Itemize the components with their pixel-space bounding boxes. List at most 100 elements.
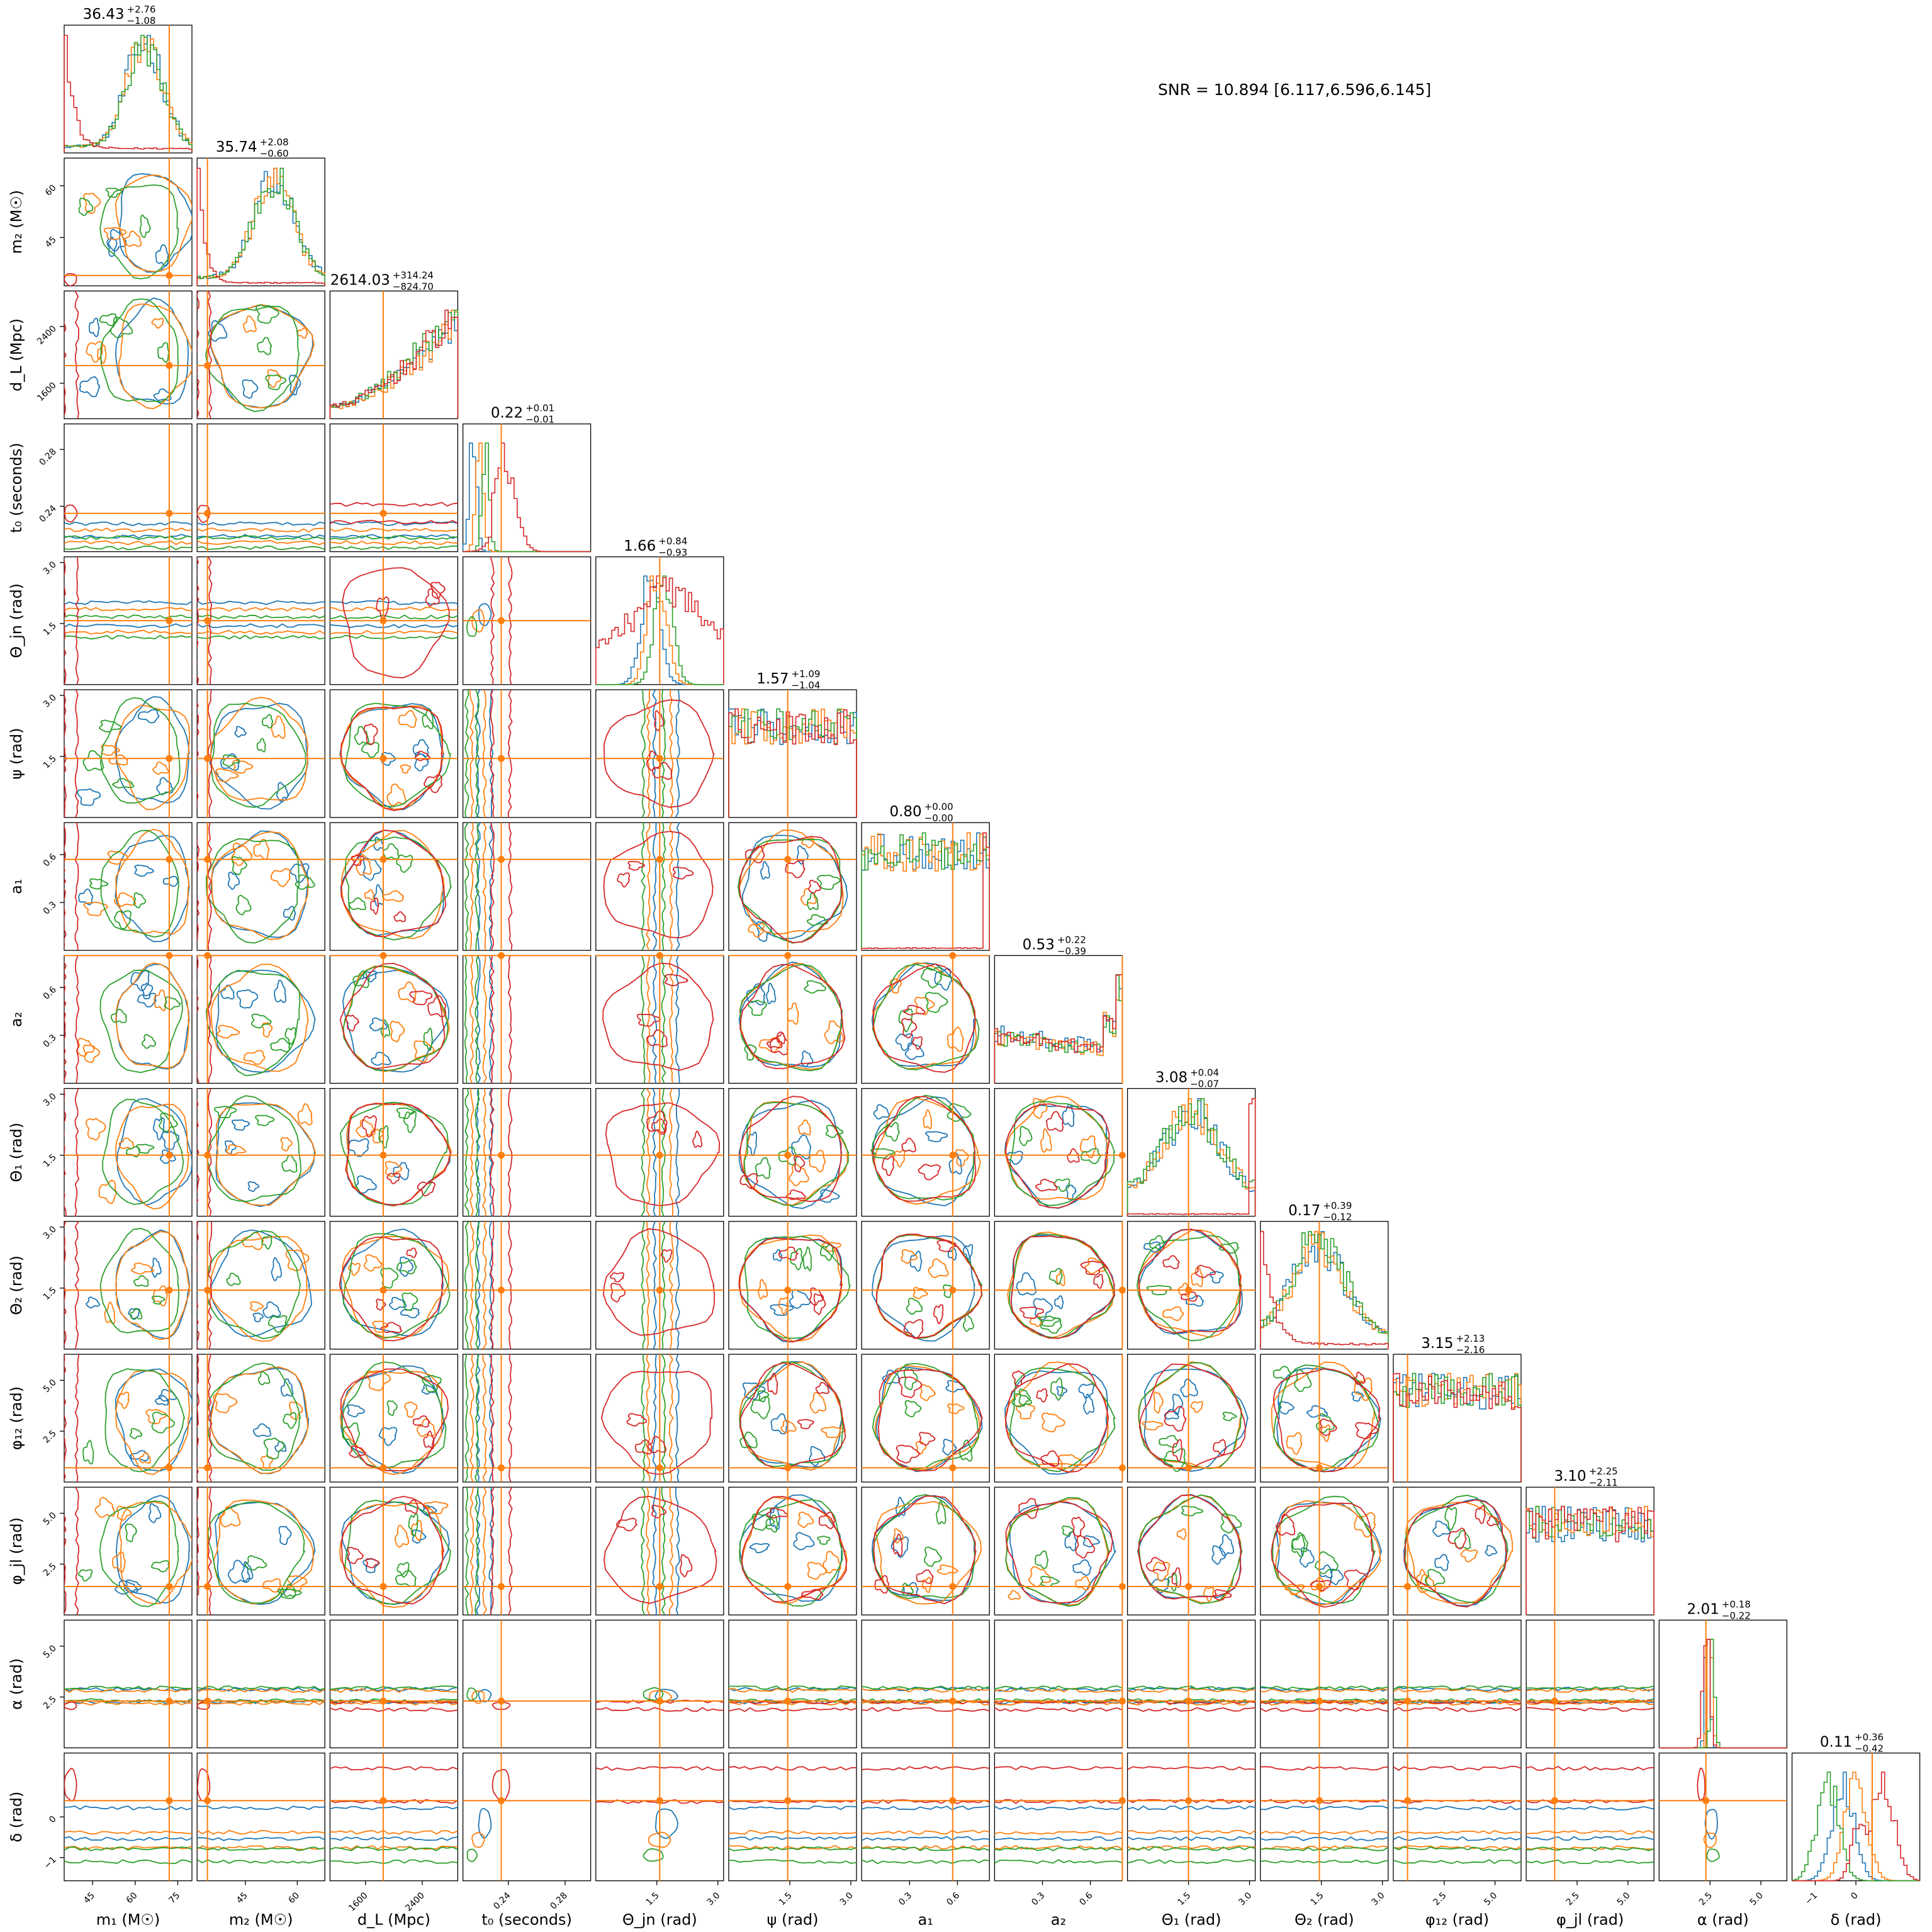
panel-contours <box>330 1685 458 1712</box>
contour-line <box>400 1308 420 1318</box>
contour-line <box>478 1807 492 1839</box>
panel-frame <box>1393 1486 1522 1615</box>
contour-line <box>1474 1505 1486 1524</box>
panel-frame <box>196 1752 325 1882</box>
contour-band <box>482 955 488 1084</box>
panel-contours <box>464 690 513 817</box>
contour-line <box>137 992 157 1008</box>
panel-delta-vs-phijl <box>1525 1752 1654 1882</box>
contour-line <box>151 1412 175 1434</box>
contour-band <box>652 1487 657 1615</box>
contour-line <box>800 1588 824 1600</box>
contour-line <box>942 1438 957 1456</box>
panel-contours <box>197 823 315 951</box>
x-tick-label: 1.5 <box>777 1890 794 1907</box>
diag-frame <box>1658 1619 1788 1749</box>
panel-frame <box>1126 1752 1256 1882</box>
contour-line <box>423 1027 434 1052</box>
contour-line <box>115 1103 189 1210</box>
contour-line <box>921 967 943 989</box>
x-axis-label-a2: a₂ <box>1051 1911 1066 1929</box>
contour-line <box>205 305 300 412</box>
contour-line <box>157 342 170 363</box>
panel-frame <box>861 1087 990 1217</box>
contour-line <box>1078 1383 1095 1399</box>
contour-line <box>1008 1590 1021 1600</box>
contour-band <box>1526 1707 1654 1712</box>
contour-line <box>815 1382 830 1395</box>
contour-band <box>197 1088 200 1203</box>
contour-line <box>285 1249 310 1271</box>
contour-line <box>1434 1554 1449 1571</box>
panel-theta1-vs-m1 <box>64 1087 193 1217</box>
contour-line <box>216 1025 240 1039</box>
y-tick-label: 5.0 <box>42 1643 59 1660</box>
contour-line <box>1056 1269 1065 1286</box>
truth-marker <box>204 510 211 517</box>
panel-contours <box>871 962 980 1073</box>
contour-line <box>389 1296 407 1310</box>
contour-line <box>770 1031 789 1055</box>
contour-line <box>414 751 429 772</box>
panel-t0-vs-m2 <box>196 423 325 553</box>
contour-line <box>119 173 192 273</box>
contour-line <box>1138 1228 1242 1334</box>
panel-contours <box>1526 1765 1654 1865</box>
contour-line <box>1075 1535 1096 1559</box>
contour-line <box>347 1546 364 1564</box>
panel-frame <box>861 1354 990 1483</box>
contour-line <box>1162 1306 1184 1322</box>
contour-band <box>64 1685 192 1690</box>
contour-line <box>1706 1848 1720 1862</box>
truth-marker <box>379 510 387 517</box>
contour-band <box>197 527 325 533</box>
panel-frame <box>64 689 193 818</box>
y-tick-label: 0 <box>47 1814 59 1826</box>
panel-title-value: 35.74 <box>216 139 257 155</box>
contour-line <box>243 1050 266 1065</box>
panel-alpha-vs-a1 <box>861 1619 990 1749</box>
contour-line <box>129 1450 150 1461</box>
contour-band <box>1393 1829 1521 1834</box>
contour-line <box>1080 1147 1102 1164</box>
truth-marker <box>1404 1697 1412 1705</box>
contour-line <box>270 868 291 887</box>
contour-line <box>362 970 378 983</box>
contour-band <box>1127 1699 1255 1705</box>
x-tick-label: 2.5 <box>1432 1890 1449 1907</box>
contour-band <box>994 1766 1123 1771</box>
panel-title-value: 1.57 <box>756 671 789 687</box>
x-axis-label-t0: t₀ (seconds) <box>481 1911 571 1929</box>
contour-band <box>330 630 458 635</box>
panel-title-minus: −0.07 <box>1190 1079 1219 1090</box>
panel-theta_jn-vs-t0 <box>462 556 592 685</box>
snr-annotation: SNR = 10.894 [6.117,6.596,6.145] <box>1158 81 1432 99</box>
contour-line <box>277 1588 303 1599</box>
contour-line <box>211 831 310 940</box>
contour-band <box>197 521 325 526</box>
contour-line <box>1082 1535 1101 1547</box>
panel-frame <box>196 689 325 818</box>
contour-line <box>398 709 417 728</box>
panel-theta1-vs-t0 <box>462 1087 592 1217</box>
contour-line <box>955 1149 969 1167</box>
contour-band <box>640 955 646 1084</box>
contour-line <box>1018 1388 1031 1407</box>
contour-line <box>82 1439 94 1465</box>
contour-line <box>804 980 826 994</box>
truth-marker <box>1404 1797 1412 1804</box>
contour-band <box>675 1221 680 1349</box>
panel-title-minus: −0.00 <box>924 812 953 824</box>
truth-marker <box>949 1286 957 1294</box>
diag-panel-m2: 35.74+2.08−0.60 <box>196 137 325 286</box>
contour-line <box>86 1118 106 1141</box>
contour-line <box>403 1110 417 1133</box>
x-tick-label: 3.0 <box>1237 1890 1254 1907</box>
panel-alpha-vs-theta1 <box>1126 1619 1256 1749</box>
y-axis-label-phi12: φ₁₂ (rad) <box>8 1386 25 1450</box>
truth-marker <box>379 1797 387 1804</box>
contour-line <box>242 379 259 399</box>
panel-contours <box>600 1354 713 1482</box>
panel-alpha-vs-phi12 <box>1393 1619 1522 1749</box>
panel-title-plus: +0.22 <box>1057 934 1086 945</box>
